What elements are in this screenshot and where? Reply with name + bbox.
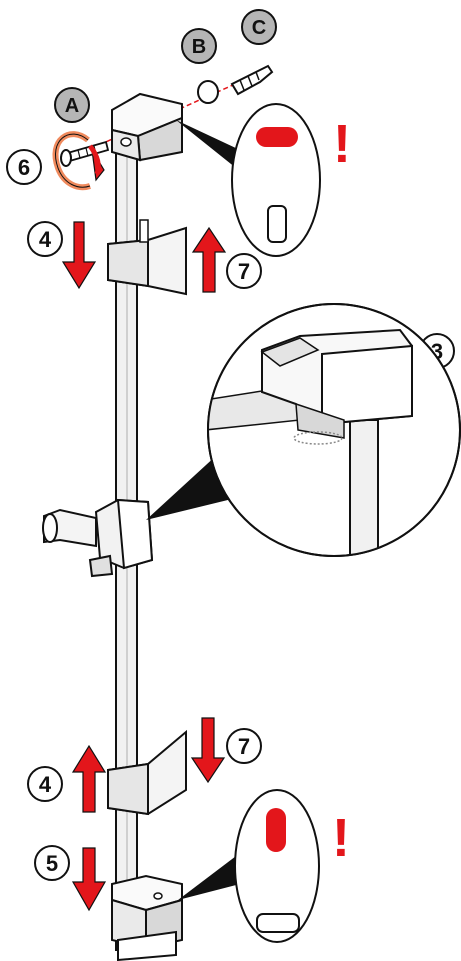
top-slide-clip xyxy=(107,219,187,296)
bottom-slide-clip xyxy=(107,729,187,816)
part-label-b: B xyxy=(181,28,217,64)
screw-icon xyxy=(60,140,110,167)
washer-icon xyxy=(197,80,219,104)
part-letter-a: A xyxy=(65,95,79,117)
warning-mark-top: ! xyxy=(333,114,351,174)
part-letter-b: B xyxy=(192,36,206,58)
part-label-a: A xyxy=(54,87,90,123)
svg-text:7: 7 xyxy=(238,734,250,759)
step-4-top: 4 xyxy=(27,221,63,257)
step-7-top: 7 xyxy=(226,253,262,289)
arrow-up-step4-bottom xyxy=(71,744,107,813)
arrow-down-step7-bottom xyxy=(190,717,226,784)
shower-holder xyxy=(42,498,154,578)
part-letter-c: C xyxy=(252,17,266,39)
step-6: 6 xyxy=(6,149,42,185)
top-detail-callout: ! xyxy=(176,103,351,257)
slot-outline-bottom xyxy=(256,913,300,933)
slot-outline-top xyxy=(267,205,287,243)
svg-text:4: 4 xyxy=(39,772,52,797)
step-4-bottom: 4 xyxy=(27,766,63,802)
step-5: 5 xyxy=(34,845,70,881)
top-wall-bracket xyxy=(111,92,183,162)
wall-plug-icon xyxy=(230,64,274,96)
svg-text:4: 4 xyxy=(39,227,52,252)
arrow-up-step7-top xyxy=(191,226,227,293)
warning-mark-bottom: ! xyxy=(332,808,350,868)
svg-text:7: 7 xyxy=(238,259,250,284)
red-slot-mark-bottom xyxy=(266,808,286,852)
red-slot-mark-top xyxy=(256,127,298,147)
svg-text:5: 5 xyxy=(46,851,58,876)
bottom-detail-callout: ! xyxy=(178,789,350,943)
arrow-down-step5 xyxy=(71,847,107,912)
rotate-arrow-icon xyxy=(52,131,105,191)
step-7-bottom: 7 xyxy=(226,728,262,764)
bottom-wall-bracket xyxy=(111,874,183,961)
arrow-down-step4-top xyxy=(61,221,97,290)
middle-zoom-detail xyxy=(146,303,461,557)
svg-text:6: 6 xyxy=(18,155,30,180)
part-label-c: C xyxy=(241,9,277,45)
